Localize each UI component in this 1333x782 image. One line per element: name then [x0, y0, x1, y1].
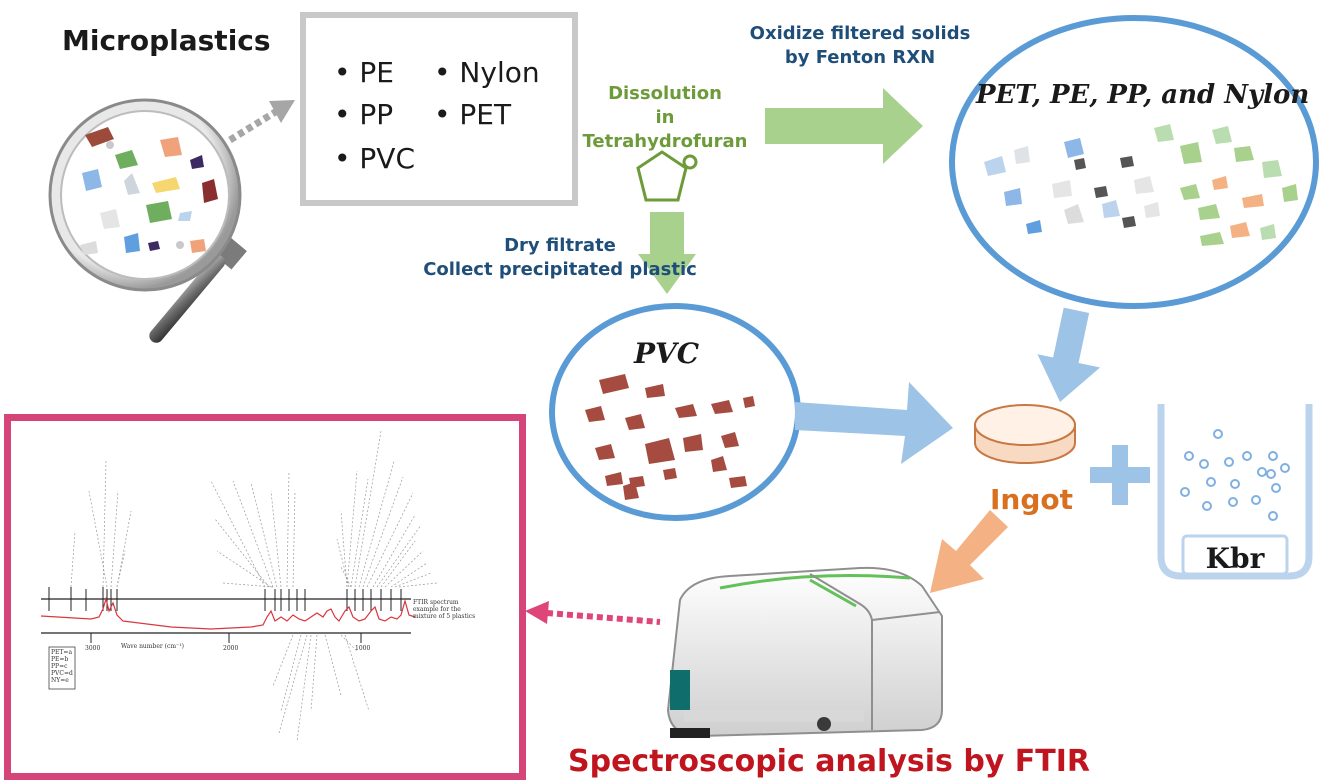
ingot-label: Ingot: [990, 483, 1074, 516]
microplastics-title: Microplastics: [62, 24, 271, 57]
plastic-type-pvc: • PVC: [334, 142, 416, 175]
spectrum-tick-3000: 3000: [85, 645, 101, 652]
green-arrow-down: [638, 212, 696, 294]
green-arrow-right: [765, 88, 923, 164]
spectrum-caption: FTIR spectrum example for the mixture of…: [413, 599, 476, 620]
spectrum-tick-2000: 2000: [223, 645, 239, 652]
thf-ring-icon: [636, 150, 698, 202]
plastic-type-pp: • PP: [334, 98, 394, 131]
dry-step-label: Dry filtrate Collect precipitated plasti…: [423, 235, 697, 280]
plastic-types-box: • PE • PP • PVC • Nylon • PET: [300, 12, 578, 206]
spectrum-axis-label: Wave number (cm⁻¹): [121, 643, 184, 650]
blue-arrow-right: [795, 382, 953, 464]
pvc-circle: [549, 303, 801, 521]
ftir-instrument-icon: [666, 566, 943, 738]
ftir-spectrum-chart: [40, 430, 438, 742]
pvc-circle-label: PVC: [634, 337, 700, 370]
ingot-icon: [974, 404, 1076, 464]
orange-arrow: [930, 510, 1008, 593]
spectrum-tick-1000: 1000: [355, 645, 371, 652]
spectrum-panel: FTIR spectrum example for the mixture of…: [4, 414, 526, 780]
plus-icon: [1090, 445, 1150, 505]
ftir-label: Spectroscopic analysis by FTIR: [568, 744, 1091, 779]
dissolution-step-label: Dissolution in Tetrahydrofuran: [582, 83, 748, 152]
magnifier-icon: [48, 98, 247, 343]
plastic-type-pe: • PE: [334, 56, 394, 89]
dotted-red-arrow: [525, 601, 661, 625]
blue-arrow-down: [1037, 307, 1101, 402]
kbr-label: Kbr: [1205, 542, 1265, 575]
pet-circle-label: PET, PE, PP, and Nylon: [976, 80, 1310, 110]
plastic-type-pet: • PET: [434, 98, 512, 131]
plastic-type-nylon: • Nylon: [434, 56, 540, 89]
oxidize-step-label: Oxidize filtered solids by Fenton RXN: [749, 23, 971, 68]
kbr-beaker-icon: [1157, 404, 1313, 580]
spectrum-legend: PET=a PE=b PP=c PVC=d NY=e: [51, 649, 73, 684]
dotted-arrow: [228, 100, 295, 143]
pet-circle: [949, 15, 1319, 309]
